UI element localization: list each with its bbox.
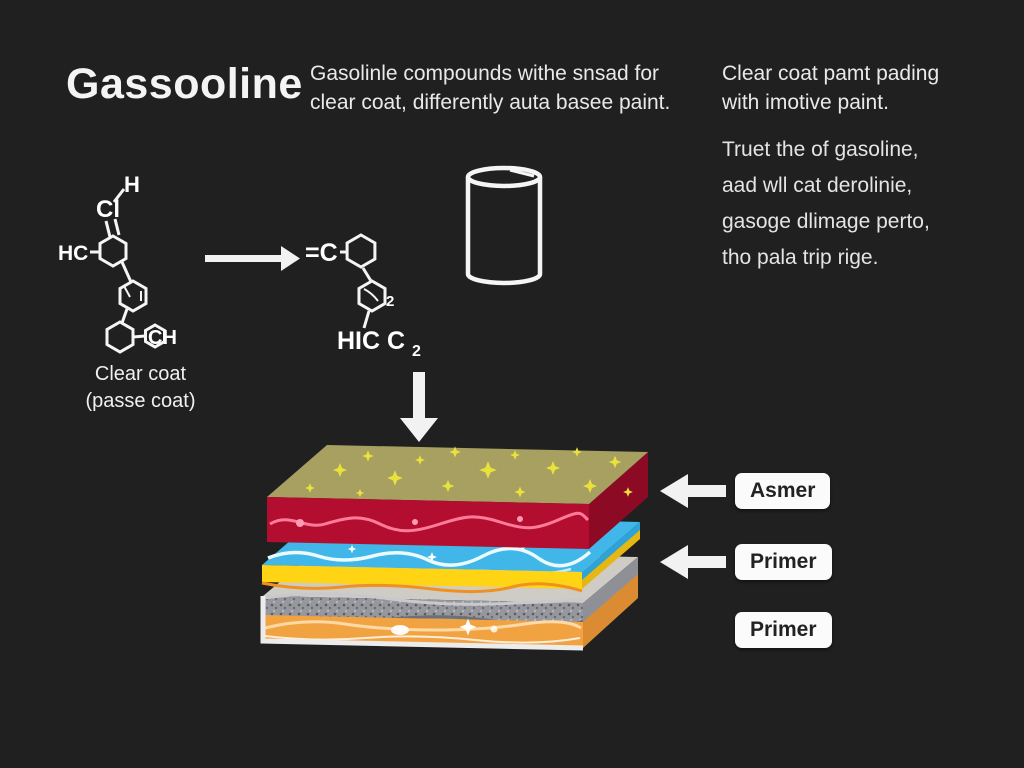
intro-line-2: clear coat, differently auta basee paint… [310,91,671,114]
atom-eqc-label: =C [305,239,338,267]
intro-paragraph: Gasolinle compounds withe snsad for clea… [310,59,680,117]
arrow-left-primer-icon [660,545,726,579]
right-para2-line3: gasoge dlimage perto, [722,210,930,233]
intro-line-1: Gasolinle compounds withe snsad for [310,62,660,85]
arrow-left-asmer-icon [660,474,726,508]
molecule-clearcoat-atoms: H Cl HC CH [58,172,177,349]
molecule-product [340,233,387,329]
molecule-caption-line1: Clear coat [94,363,187,385]
layer-label-primer-2: Primer [735,612,832,648]
formula-main: HIC C [337,327,405,355]
molecule-caption: Clear coat (passe coat) [58,361,223,415]
atom-h-label: H [124,172,140,197]
paint-can-icon [465,165,543,286]
molecule-product-atoms: =C 2 HIC C 2 [305,239,421,360]
right-para2-line2: aad wll cat derolinie, [722,174,913,197]
molecule-caption-line2: (passe coat) [85,390,196,412]
right-text-column: Clear coat pamt pading with imotive pain… [722,59,982,269]
reaction-arrow-icon [205,246,300,271]
right-paragraph-1: Clear coat pamt pading with imotive pain… [722,59,982,117]
ring-subscript: 2 [386,293,394,310]
layer-clearcoat-basecoat [267,445,648,549]
atom-cl-label: Cl [96,196,120,223]
svg-text:HIC C 2: HIC C 2 [337,327,421,360]
layer-label-asmer: Asmer [735,473,831,509]
right-paragraph-2: Truet the of gasoline, aad wll cat derol… [722,132,930,276]
paint-layer-stack [260,445,648,651]
right-para1-line1: Clear coat pamt pading [722,62,940,85]
atom-ch-label: CH [148,327,177,349]
right-para1-line2: with imotive paint. [722,91,889,114]
down-arrow-icon [400,372,438,442]
layer-label-primer-1: Primer [735,544,832,580]
right-para2-line1: Truet the of gasoline, [722,138,919,161]
formula-subscript: 2 [412,343,421,360]
molecule-clearcoat [90,188,166,354]
page-title: Gassooline [66,60,303,108]
atom-hc-label: HC [58,242,88,265]
right-para2-line4: tho pala trip rige. [722,246,879,269]
